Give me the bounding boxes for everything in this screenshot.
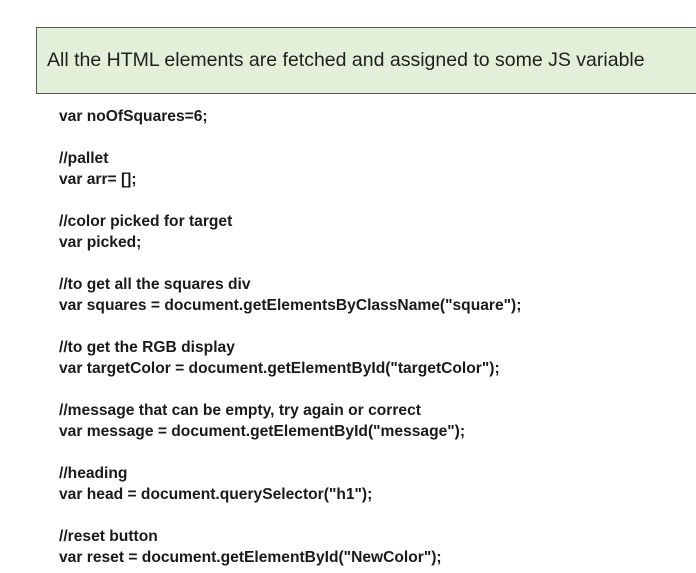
code-comment-message: //message that can be empty, try again o… [59,402,421,419]
code-line-no-of-squares: var noOfSquares=6; [59,108,208,125]
code-block: var noOfSquares=6; //pallet var arr= [];… [59,106,689,568]
code-comment-pallet: //pallet [59,150,109,167]
slide-title-banner: All the HTML elements are fetched and as… [36,27,696,94]
code-line-reset: var reset = document.getElementById("New… [59,549,442,566]
code-comment-reset: //reset button [59,528,158,545]
code-line-target-color: var targetColor = document.getElementByI… [59,360,500,377]
code-line-message: var message = document.getElementById("m… [59,423,466,440]
code-line-head: var head = document.querySelector("h1"); [59,486,373,503]
code-line-squares: var squares = document.getElementsByClas… [59,297,522,314]
code-comment-squares: //to get all the squares div [59,276,251,293]
code-comment-target-color: //to get the RGB display [59,339,235,356]
code-line-arr: var arr= []; [59,171,137,188]
code-comment-heading: //heading [59,465,128,482]
code-comment-picked: //color picked for target [59,213,233,230]
code-line-picked: var picked; [59,234,142,251]
slide-title: All the HTML elements are fetched and as… [47,49,645,71]
